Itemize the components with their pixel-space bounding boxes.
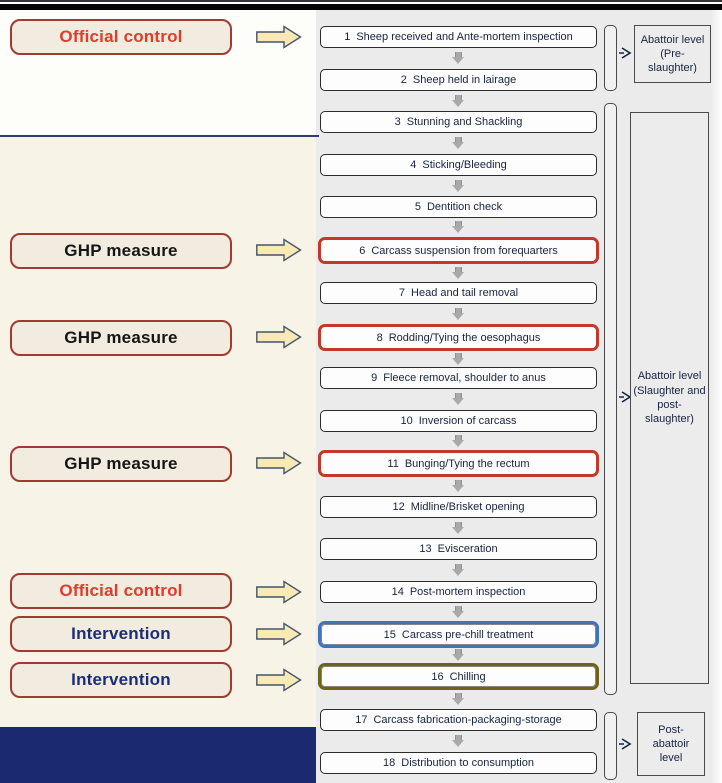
- step-label: Sticking/Bleeding: [422, 159, 507, 171]
- step-label: Rodding/Tying the oesophagus: [388, 331, 541, 344]
- flow-step-14: 14 Post-mortem inspection: [320, 581, 597, 603]
- step-label: Carcass fabrication-packaging-storage: [373, 714, 562, 726]
- flow-step-2: 2 Sheep held in lairage: [320, 69, 597, 91]
- window-top-bar: [0, 0, 722, 10]
- step-label: Head and tail removal: [411, 287, 519, 299]
- right-block-arrow-icon: [256, 622, 302, 646]
- step-label: Sheep held in lairage: [412, 74, 517, 86]
- flow-step-5: 5 Dentition check: [320, 196, 597, 218]
- page-edge-shadow: [711, 10, 722, 783]
- right-block-arrow-icon: [256, 580, 302, 604]
- step-label: Midline/Brisket opening: [410, 501, 525, 513]
- right-block-arrow-icon: [256, 325, 302, 349]
- small-right-arrow-icon: [619, 47, 632, 59]
- step-label: Chilling: [449, 670, 486, 683]
- step-number: 9: [371, 372, 378, 384]
- label-intervention-2: Intervention: [10, 662, 232, 698]
- right-block-arrow-icon: [256, 451, 302, 475]
- step-label: Sheep received and Ante-mortem inspectio…: [356, 31, 573, 43]
- down-arrow-icon: [452, 308, 465, 320]
- small-right-arrow-icon: [619, 738, 632, 750]
- down-arrow-icon: [452, 480, 465, 492]
- flow-step-7: 7 Head and tail removal: [320, 282, 597, 304]
- step-label: Dentition check: [426, 201, 503, 213]
- down-arrow-icon: [452, 522, 465, 534]
- label-ghp-measure-3: GHP measure: [10, 446, 232, 482]
- bracket-post-abattoir: [604, 712, 617, 780]
- right-block-arrow-icon: [256, 25, 302, 49]
- step-number: 15: [383, 628, 396, 641]
- step-label: Fleece removal, shoulder to anus: [383, 372, 546, 384]
- flow-step-16-intervention-highlighted: 16 Chilling: [318, 663, 599, 690]
- flow-step-8-ghp-highlighted: 8 Rodding/Tying the oesophagus: [318, 324, 599, 351]
- step-number: 11: [387, 457, 399, 470]
- step-number: 17: [355, 714, 368, 726]
- step-number: 3: [394, 116, 401, 128]
- right-block-arrow-icon: [256, 668, 302, 692]
- label-intervention-1: Intervention: [10, 616, 232, 652]
- stage-label-post-abattoir: Post-abattoir level: [637, 712, 705, 776]
- step-number: 10: [400, 415, 413, 427]
- step-number: 13: [419, 543, 432, 555]
- flow-step-6-ghp-highlighted: 6 Carcass suspension from forequarters: [318, 237, 599, 264]
- down-arrow-icon: [452, 353, 465, 365]
- step-number: 1: [344, 31, 351, 43]
- step-label: Bunging/Tying the rectum: [404, 457, 530, 470]
- down-arrow-icon: [452, 267, 465, 279]
- step-number: 4: [410, 159, 417, 171]
- bracket-pre-slaughter: [604, 25, 617, 91]
- flow-step-10: 10 Inversion of carcass: [320, 410, 597, 432]
- flow-step-4: 4 Sticking/Bleeding: [320, 154, 597, 176]
- left-panel-divider-line: [0, 135, 319, 137]
- step-label: Carcass pre-chill treatment: [401, 628, 534, 641]
- label-official-control-2: Official control: [10, 573, 232, 609]
- step-number: 8: [376, 331, 383, 344]
- label-official-control-1: Official control: [10, 19, 232, 55]
- step-number: 18: [383, 757, 396, 769]
- step-label: Inversion of carcass: [418, 415, 517, 427]
- flow-step-3: 3 Stunning and Shackling: [320, 111, 597, 133]
- step-number: 16: [431, 670, 444, 683]
- down-arrow-icon: [452, 735, 465, 747]
- down-arrow-icon: [452, 221, 465, 233]
- flow-step-15-intervention-highlighted: 15 Carcass pre-chill treatment: [318, 621, 599, 648]
- down-arrow-icon: [452, 606, 465, 618]
- step-number: 7: [398, 287, 406, 299]
- step-label: Evisceration: [437, 543, 498, 555]
- flow-step-13: 13 Evisceration: [320, 538, 597, 560]
- step-label: Stunning and Shackling: [406, 116, 523, 128]
- left-panel-navy-footer-block: [0, 727, 316, 783]
- flow-step-18: 18 Distribution to consumption: [320, 752, 597, 774]
- step-number: 5: [414, 201, 421, 213]
- down-arrow-icon: [452, 137, 465, 149]
- flow-step-17: 17 Carcass fabrication-packaging-storage: [320, 709, 597, 731]
- down-arrow-icon: [452, 180, 465, 192]
- bracket-slaughter: [604, 103, 617, 695]
- down-arrow-icon: [452, 95, 465, 107]
- down-arrow-icon: [452, 693, 465, 705]
- right-block-arrow-icon: [256, 238, 302, 262]
- flow-step-12: 12 Midline/Brisket opening: [320, 496, 597, 518]
- step-label: Post-mortem inspection: [409, 586, 526, 598]
- flow-step-1: 1 Sheep received and Ante-mortem inspecti…: [320, 26, 597, 48]
- step-number: 2: [400, 74, 407, 86]
- down-arrow-icon: [452, 649, 465, 661]
- flow-step-9: 9 Fleece removal, shoulder to anus: [320, 367, 597, 389]
- down-arrow-icon: [452, 435, 465, 447]
- step-number: 12: [392, 501, 405, 513]
- step-number: 14: [391, 586, 404, 598]
- step-number: 6: [359, 244, 366, 257]
- flow-step-11-ghp-highlighted: 11 Bunging/Tying the rectum: [318, 450, 599, 477]
- down-arrow-icon: [452, 564, 465, 576]
- stage-label-abattoir-pre-slaughter: Abattoir level (Pre-slaughter): [634, 25, 711, 83]
- down-arrow-icon: [452, 52, 465, 64]
- down-arrow-icon: [452, 393, 465, 405]
- label-ghp-measure-2: GHP measure: [10, 320, 232, 356]
- step-label: Carcass suspension from forequarters: [371, 244, 558, 257]
- label-ghp-measure-1: GHP measure: [10, 233, 232, 269]
- step-label: Distribution to consumption: [401, 757, 534, 769]
- stage-label-abattoir-slaughter: Abattoir level (Slaughter and post-slaug…: [630, 112, 709, 684]
